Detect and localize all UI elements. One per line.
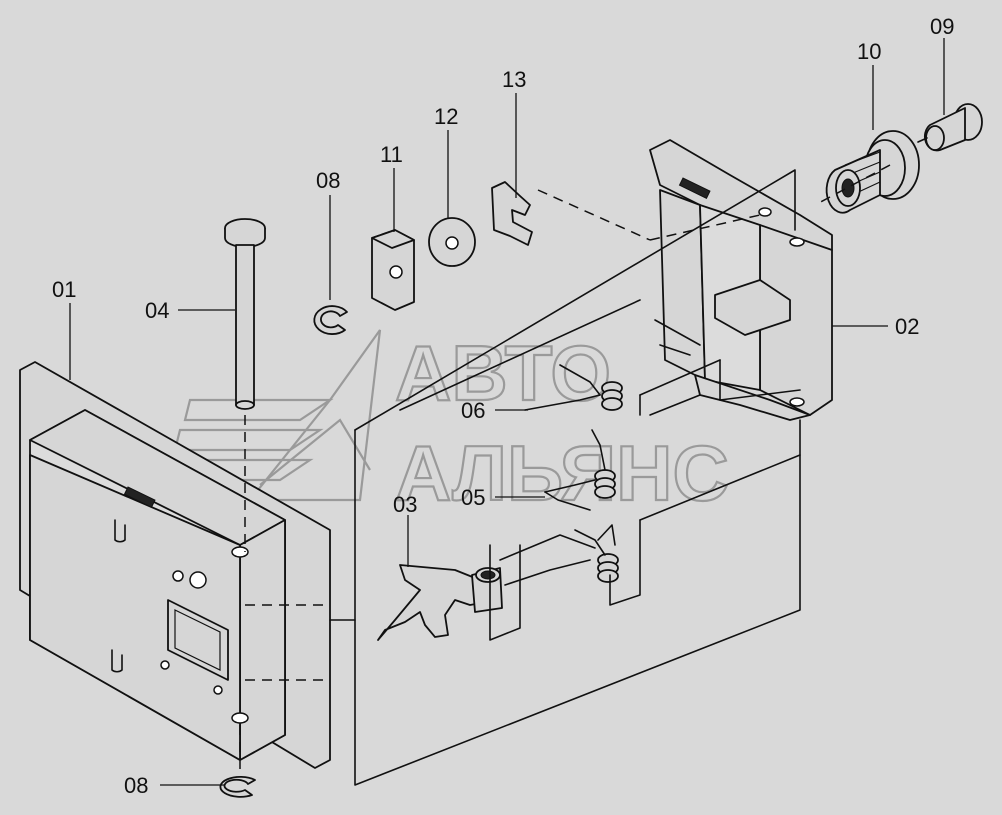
part-04-pin: [224, 218, 266, 552]
part-11-spacer: [371, 229, 415, 311]
part-01-latch-housing: [19, 361, 331, 769]
housing-pin-hole: [231, 546, 249, 558]
part-13-clip: [491, 181, 533, 246]
callout-06: 06: [461, 398, 485, 423]
callout-09: 09: [930, 14, 954, 39]
watermark-line2: АЛЬЯНС: [395, 429, 729, 517]
assembly-outline: [329, 169, 801, 786]
callout-01: 01: [52, 277, 76, 302]
housing-slot: [123, 486, 156, 509]
callout-10: 10: [857, 39, 881, 64]
part-10-bushing: [825, 130, 920, 214]
part-08-e-clip-bottom: [219, 725, 256, 798]
callout-08-top: 08: [316, 168, 340, 193]
housing-window: [167, 599, 229, 681]
callout-11: 11: [380, 142, 403, 167]
watermark-logo: [163, 329, 382, 502]
housing-hole-b: [189, 571, 207, 589]
part-12-washer: [428, 217, 476, 267]
assembly-lines: [245, 189, 761, 681]
callout-04: 04: [145, 298, 169, 323]
part-05-spring: [499, 429, 619, 586]
housing-hole-a: [172, 570, 184, 582]
leader-lines: [69, 38, 945, 786]
callout-12: 12: [434, 104, 458, 129]
part-03-latch: [377, 564, 503, 641]
housing-notch-top: [114, 519, 126, 543]
part-08-e-clip-top: [313, 305, 348, 335]
part-06-spring: [524, 364, 623, 411]
callout-13: 13: [502, 67, 526, 92]
callout-08-bottom: 08: [124, 773, 148, 798]
callouts: 01 02 03 04 05 06 08 08 09 10 11 12 13: [52, 14, 954, 798]
part-09-knob: [814, 103, 983, 206]
callout-02: 02: [895, 314, 919, 339]
housing-pin-hole-bottom: [231, 712, 249, 724]
callout-05: 05: [461, 485, 485, 510]
housing-side-face: [239, 519, 286, 761]
callout-03: 03: [393, 492, 417, 517]
housing-notch-bottom: [111, 649, 123, 673]
